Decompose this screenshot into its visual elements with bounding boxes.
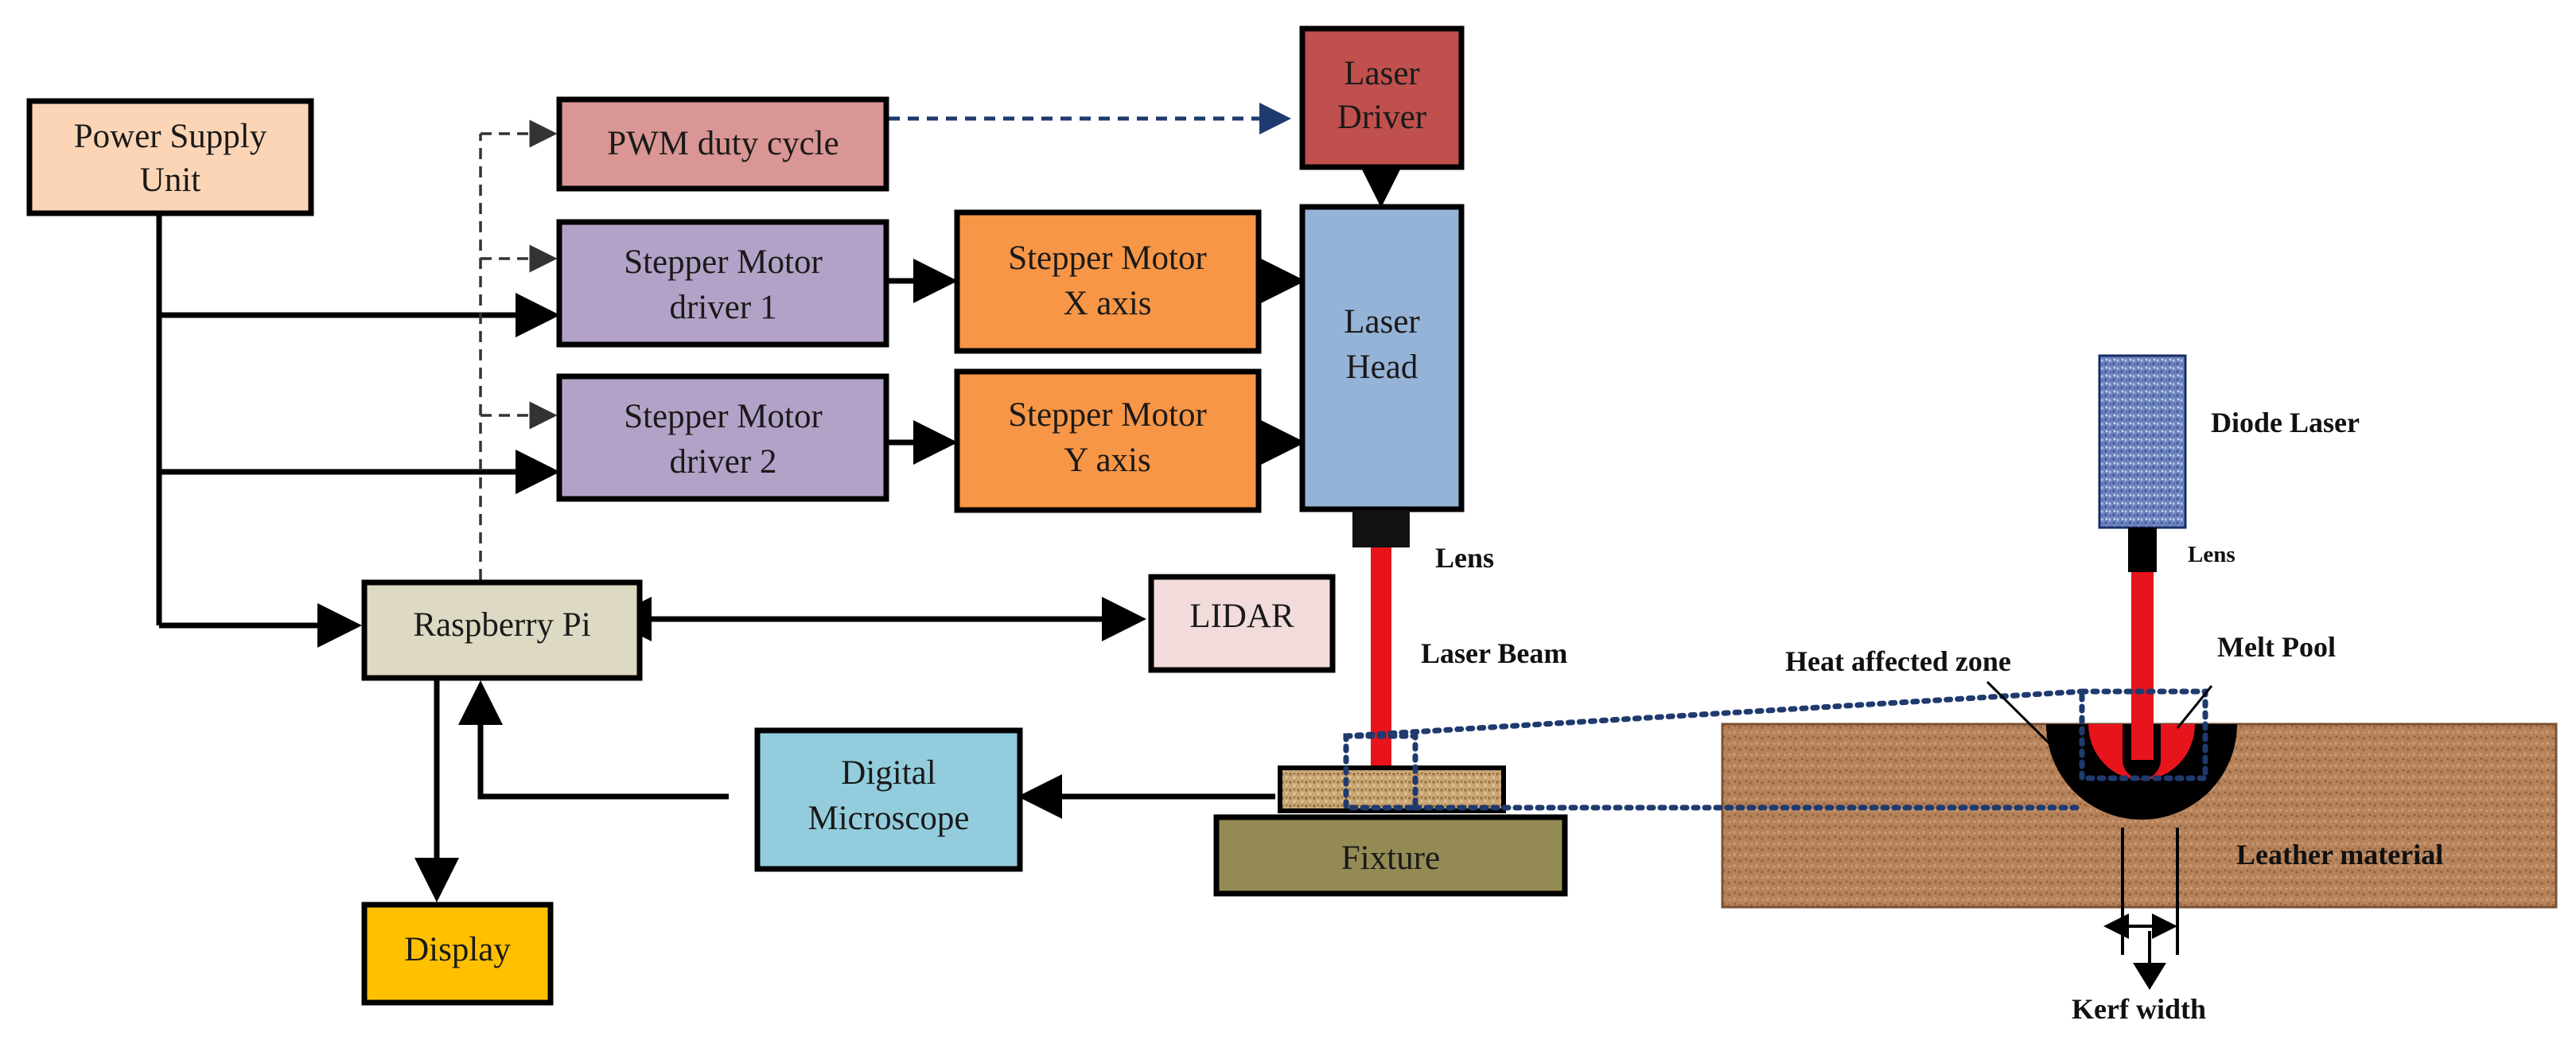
magnified-inset: Diode Laser Lens Melt Pool Heat affected…: [1343, 354, 2558, 1025]
raspberry-pi-block: Raspberry Pi: [361, 579, 643, 681]
pwm-label: PWM duty cycle: [607, 125, 839, 162]
laser-driver-label-1: Laser: [1344, 55, 1420, 92]
stepper-driver-1-block: Stepper Motor driver 1: [556, 219, 889, 348]
control-signals: [479, 103, 1291, 580]
fixture-block: Fixture: [1213, 814, 1568, 897]
diode-laser-label: Diode Laser: [2211, 407, 2360, 438]
zoom-target-box: [2079, 688, 2208, 781]
diode-laser-body: [2098, 354, 2187, 529]
power-supply-block: Power Supply Unit: [26, 98, 314, 216]
digital-microscope-label-2: Microscope: [808, 800, 970, 837]
laser-head-lens: [1352, 510, 1410, 547]
kerf-pointer-head: [2133, 963, 2166, 990]
stepper-motor-y-block: Stepper Motor Y axis: [954, 368, 1262, 513]
display-block: Display: [361, 902, 554, 1006]
melt-pool-label: Melt Pool: [2217, 631, 2336, 663]
stepper-motor-x-label-2: X axis: [1063, 285, 1151, 322]
digital-microscope-block: Digital Microscope: [754, 727, 1023, 872]
lens-small-label: Lens: [2188, 542, 2236, 567]
lens-label: Lens: [1435, 542, 1494, 574]
laser-head-block: Laser Head: [1299, 204, 1465, 512]
laser-driver-label-2: Driver: [1337, 99, 1426, 136]
lidar-label: LIDAR: [1189, 598, 1294, 635]
stepper-driver-2-block: Stepper Motor driver 2: [556, 373, 889, 502]
heat-affected-zone-label: Heat affected zone: [1785, 645, 2011, 677]
laser-head-label-2: Head: [1346, 349, 1418, 386]
diode-lens: [2128, 528, 2157, 572]
microscope-to-raspberry-arrow: [458, 680, 729, 800]
fixture-label: Fixture: [1341, 839, 1440, 877]
stepper-driver-1-label-1: Stepper Motor: [624, 243, 823, 281]
pwm-block: PWM duty cycle: [556, 96, 889, 192]
kerf-width-label: Kerf width: [2072, 993, 2206, 1025]
stepper-driver-2-label-1: Stepper Motor: [624, 398, 823, 435]
stepper-driver-2-label-2: driver 2: [670, 443, 777, 481]
stepper-motor-y-label-1: Stepper Motor: [1008, 396, 1207, 434]
stepper-motor-x-label-1: Stepper Motor: [1008, 240, 1207, 277]
laser-driver-block: Laser Driver: [1299, 25, 1465, 170]
diode-laser-beam: [2131, 572, 2154, 760]
heat-affected-zone-leader: [1986, 680, 2070, 764]
digital-microscope-label-1: Digital: [841, 754, 936, 792]
melt-pool-leader: [2176, 685, 2213, 729]
leather-material-label: Leather material: [2236, 839, 2443, 871]
lidar-block: LIDAR: [1148, 574, 1336, 673]
stepper-motor-y-label-2: Y axis: [1064, 442, 1150, 479]
laser-beam-label: Laser Beam: [1421, 637, 1567, 669]
leather-sample: [1278, 765, 1506, 813]
connections: [156, 163, 1403, 902]
laser-head-label-1: Laser: [1344, 303, 1420, 341]
raspberry-pi-label: Raspberry Pi: [413, 606, 590, 644]
power-supply-label-1: Power Supply: [74, 118, 267, 155]
zoom-line-top: [1343, 688, 2085, 739]
stepper-driver-1-label-2: driver 1: [670, 289, 777, 326]
stepper-motor-x-block: Stepper Motor X axis: [954, 209, 1262, 354]
display-label: Display: [404, 931, 511, 968]
power-supply-label-2: Unit: [140, 162, 201, 199]
